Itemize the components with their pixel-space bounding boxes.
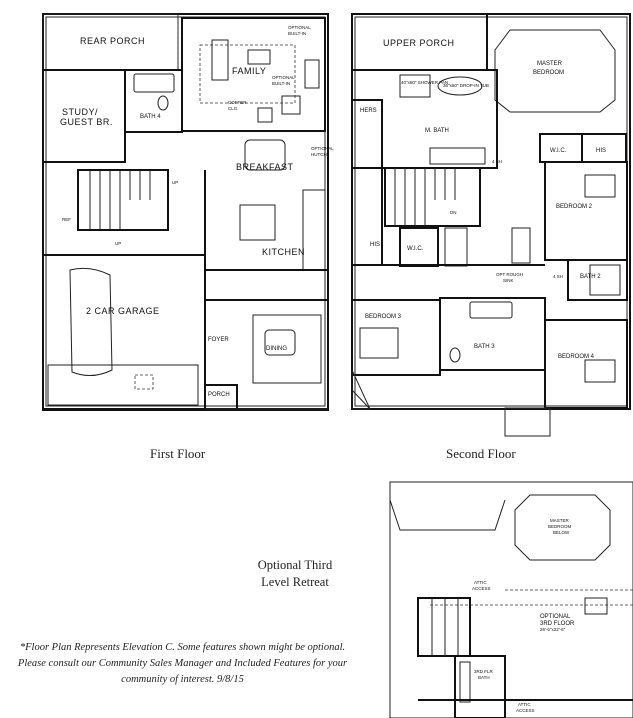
optional-built-in-2-label: OPTIONAL xyxy=(272,75,295,80)
master-below-label-3: BELOW xyxy=(553,530,570,535)
disclaimer-line-2: Please consult our Community Sales Manag… xyxy=(17,658,348,669)
first-floor-plan xyxy=(42,13,329,411)
bath-3-label: BATH 3 xyxy=(474,344,495,350)
master-below-label: MASTER xyxy=(550,518,570,523)
attic-access-label: ATTIC xyxy=(474,580,487,585)
master-bedroom-label: MASTER xyxy=(537,61,563,67)
master-bedroom-label-2: BEDROOM xyxy=(533,70,564,76)
bedroom-3-label: BEDROOM 3 xyxy=(365,314,402,320)
upper-porch-label: UPPER PORCH xyxy=(383,38,455,48)
guest-br-label: GUEST BR. xyxy=(60,117,113,127)
attic-access-label-2: ACCESS xyxy=(472,586,491,591)
first-floor-caption: First Floor xyxy=(150,446,206,461)
study-label: STUDY/ xyxy=(62,107,98,117)
bath-4-label: BATH 4 xyxy=(140,114,161,120)
garage-label: 2 CAR GARAGE xyxy=(86,306,160,316)
master-bath-label: M. BATH xyxy=(425,128,449,134)
disclaimer-note: *Floor Plan Represents Elevation C. Some… xyxy=(0,640,365,688)
his-closet-label: HIS xyxy=(370,242,380,248)
wic-label: W.I.C. xyxy=(550,148,567,154)
stairs-up-label: UP xyxy=(172,180,178,185)
dining-label: DINING xyxy=(266,346,287,352)
third-floor-plan xyxy=(389,481,633,718)
porch-label: PORCH xyxy=(208,392,230,398)
opt-rough-label: OPT ROUGH xyxy=(496,272,523,277)
second-floor-plan xyxy=(351,13,631,437)
shelf-label: 4 SH xyxy=(492,159,502,164)
stairs-down-label: DN xyxy=(450,210,457,215)
foyer-label: FOYER xyxy=(208,337,229,343)
stairs-up-2-label: UP xyxy=(115,241,121,246)
bedroom-2-label: BEDROOM 2 xyxy=(556,204,593,210)
optional-hutch-label-2: HUTCH xyxy=(311,152,327,157)
3rd-floor-dims-label: 26'-6"x22'-6" xyxy=(540,627,566,632)
attic-access-2-label-2: ACCESS xyxy=(516,708,535,713)
master-below-label-2: BEDROOM xyxy=(548,524,572,529)
coffer-label: COFFER xyxy=(228,100,247,105)
disclaimer-line-1: *Floor Plan Represents Elevation C. Some… xyxy=(19,642,346,653)
kitchen-label: KITCHEN xyxy=(262,247,305,257)
bath-2-label: BATH 2 xyxy=(580,274,601,280)
rear-porch-label: REAR PORCH xyxy=(80,36,145,46)
shelf-2-label: 4 SH xyxy=(553,274,563,279)
optional-hutch-label: OPTIONAL xyxy=(311,146,334,151)
optional-built-in-label: OPTIONAL xyxy=(288,25,311,30)
coffer-label-2: CLG. xyxy=(228,106,239,111)
second-floor-caption: Second Floor xyxy=(446,446,516,461)
bedroom-4-label: BEDROOM 4 xyxy=(558,354,595,360)
hers-closet-label: HERS xyxy=(360,108,377,114)
3rd-floor-bath-label-2: BATH xyxy=(478,675,490,680)
opt-rough-sink-label: SINK xyxy=(503,278,514,283)
his-closet-2-label: HIS xyxy=(596,148,606,154)
wic-2-label: W.I.C. xyxy=(407,246,424,252)
third-floor-title: Optional Third Level Retreat xyxy=(220,557,370,591)
shower-pan-label: 40"x60" SHOWER PAN xyxy=(401,80,448,85)
third-floor-title-line-1: Optional Third xyxy=(257,558,333,572)
third-floor-title-line-2: Level Retreat xyxy=(261,575,329,589)
drop-in-tub-label: 36"x60" DROP-IN TUB xyxy=(443,83,489,88)
breakfast-label: BREAKFAST xyxy=(236,162,294,172)
family-label: FAMILY xyxy=(232,66,266,76)
optional-built-in-2-label-2: BUILT-IN xyxy=(272,81,290,86)
disclaimer-line-3: community of interest. 9/8/15 xyxy=(121,674,244,685)
optional-3rd-floor-label: OPTIONAL xyxy=(540,614,571,620)
3rd-floor-bath-label: 3RD FLR xyxy=(474,669,494,674)
attic-access-2-label: ATTIC xyxy=(518,702,531,707)
3rd-floor-label: 3RD FLOOR xyxy=(540,621,575,627)
ref-label: REF xyxy=(62,217,71,222)
optional-built-in-label-2: BUILT-IN xyxy=(288,31,306,36)
